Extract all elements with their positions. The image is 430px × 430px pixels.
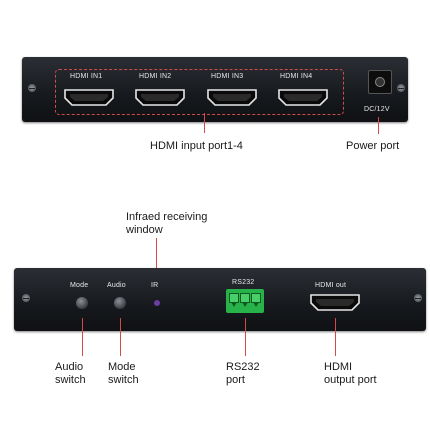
audio-label: Audio [107,282,126,289]
dc-label: DC/12V [364,106,390,113]
infrared-caption-line2: window [126,224,163,236]
hdmi-input-leader-line [204,113,205,133]
screw-icon [22,294,30,302]
audio-switch-leader-line [82,318,83,356]
rs232-leader-line [245,318,246,356]
rs232-label: RS232 [232,279,255,286]
hdmi-in4-port[interactable] [277,87,329,107]
mode-switch-leader-line [120,318,121,356]
hdmi-input-caption: HDMI input port1-4 [150,140,243,152]
hdmi-in2-label: HDMI IN2 [139,73,172,80]
rs232-caption-line2: port [226,374,245,386]
hdmi-in1-port[interactable] [63,87,115,107]
power-port-leader-line [378,117,379,134]
rs232-terminal[interactable] [226,289,264,313]
rs232-caption-line1: RS232 [226,361,260,373]
hdmi-out-caption-line1: HDMI [324,361,353,373]
audio-switch-caption-line2: switch [55,374,86,386]
screw-icon [397,84,405,92]
hdmi-input-highlight-box [55,69,344,115]
hdmi-in3-port[interactable] [206,87,258,107]
power-port-caption: Power port [346,140,400,152]
hdmi-in2-port[interactable] [134,87,186,107]
mode-switch-caption-line1: Mode [108,361,136,373]
hdmi-out-port[interactable] [309,292,361,312]
hdmi-out-leader-line [335,318,336,356]
hdmi-out-label: HDMI out [315,282,347,289]
mode-button[interactable] [76,297,88,309]
mode-label: Mode [70,282,89,289]
screw-icon [414,294,422,302]
hdmi-in4-label: HDMI IN4 [280,73,313,80]
ir-label: IR [151,282,159,289]
audio-button[interactable] [114,297,126,309]
mode-switch-caption-line2: switch [108,374,139,386]
infrared-leader-line [156,238,157,279]
screw-icon [28,84,36,92]
hdmi-out-caption-line2: output port [324,374,377,386]
ir-receiver-window [154,300,160,306]
hdmi-in3-label: HDMI IN3 [211,73,244,80]
infrared-caption-line1: Infraed receiving [126,211,208,223]
hdmi-in1-label: HDMI IN1 [70,73,103,80]
audio-switch-caption-line1: Audio [55,361,84,373]
dc-power-jack[interactable] [368,70,392,94]
